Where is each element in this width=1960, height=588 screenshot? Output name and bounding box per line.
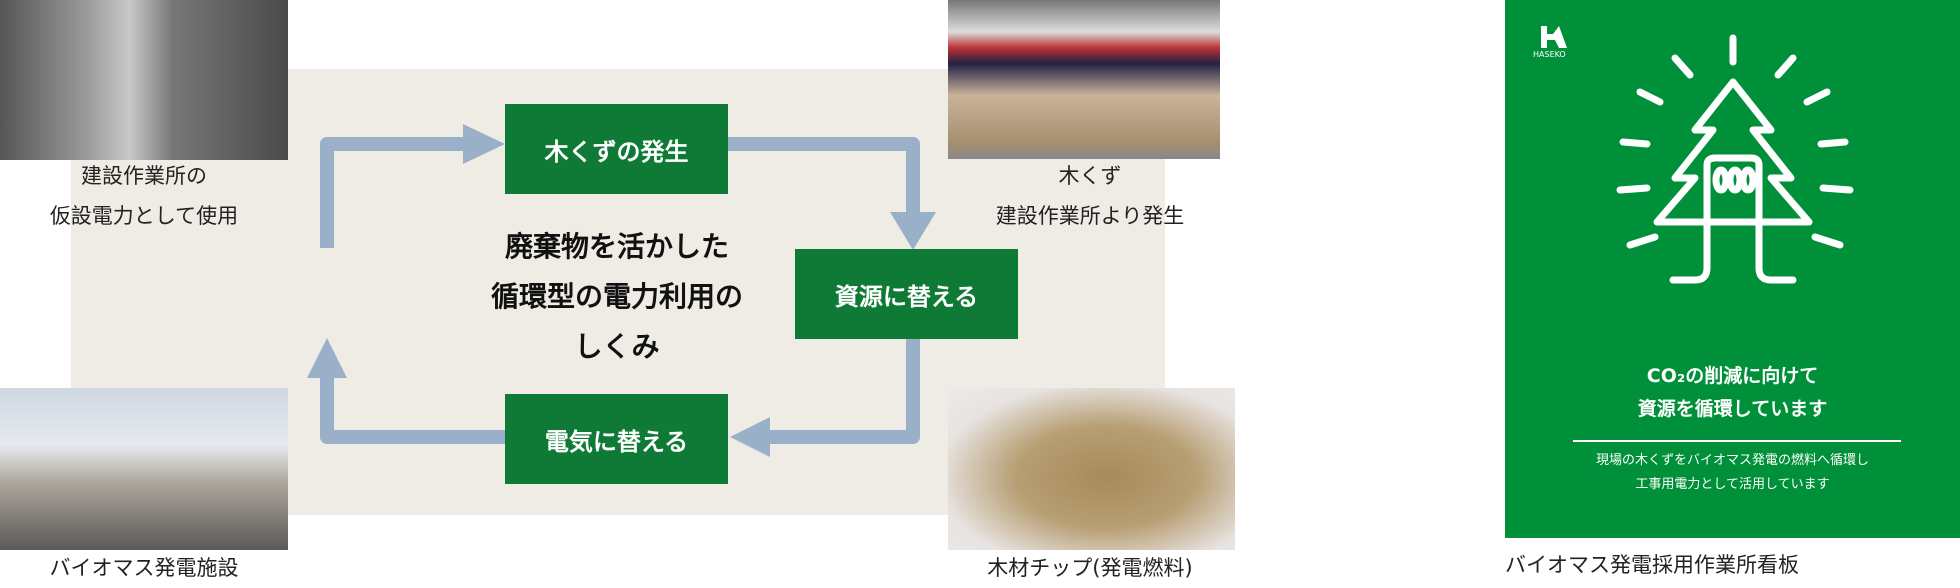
step-wood-waste: 木くずの発生	[505, 104, 728, 194]
caption-wood-chips: 木材チップ(発電燃料)	[987, 556, 1193, 580]
sign-body-line: 現場の木くずをバイオマス発電の燃料へ循環し	[1595, 453, 1869, 468]
caption-line: 建設作業所より発生	[995, 204, 1185, 228]
caption-construction-site: 建設作業所の 仮設電力として使用	[14, 156, 274, 236]
tree-illustration-icon	[1616, 34, 1854, 284]
title-line: 循環型の電力利用の	[490, 280, 743, 313]
caption-signboard: バイオマス発電採用作業所看板	[1505, 553, 1799, 577]
arrow-to-electricity	[760, 338, 920, 444]
haseko-logo	[1539, 26, 1571, 48]
step-resource: 資源に替える	[795, 249, 1018, 339]
caption-wood-waste: 木くず 建設作業所より発生	[960, 156, 1220, 236]
site-signboard: HASEKO CO₂の削減に向けて 資源を循環しています 現場の木くずをバイオマ…	[1505, 0, 1960, 538]
step-electricity: 電気に替える	[505, 394, 728, 484]
arrow-to-wood-waste	[320, 137, 470, 248]
photo-wood-waste	[948, 0, 1220, 159]
caption-line: 建設作業所の	[81, 164, 207, 188]
photo-wood-chips	[948, 388, 1235, 550]
sign-body-line: 工事用電力として活用しています	[1635, 477, 1830, 492]
arrow-to-resource	[728, 137, 920, 215]
arrow-to-usage	[320, 372, 505, 444]
sign-headline-line: CO₂の削減に向けて	[1646, 365, 1819, 387]
diagram-title: 廃棄物を活かした 循環型の電力利用の しくみ	[437, 222, 797, 372]
caption-line: 木くず	[1058, 164, 1122, 188]
title-line: しくみ	[574, 330, 660, 363]
caption-biomass-plant: バイオマス発電施設	[49, 556, 239, 580]
sign-headline-line: 資源を循環しています	[1637, 398, 1828, 420]
photo-construction-site	[0, 0, 288, 160]
logo-text: HASEKO	[1533, 50, 1566, 59]
title-line: 廃棄物を活かした	[504, 230, 729, 263]
cycle-arrows	[307, 124, 936, 457]
photo-biomass-plant	[0, 388, 288, 550]
divider	[1573, 440, 1901, 442]
caption-line: 仮設電力として使用	[49, 204, 239, 228]
